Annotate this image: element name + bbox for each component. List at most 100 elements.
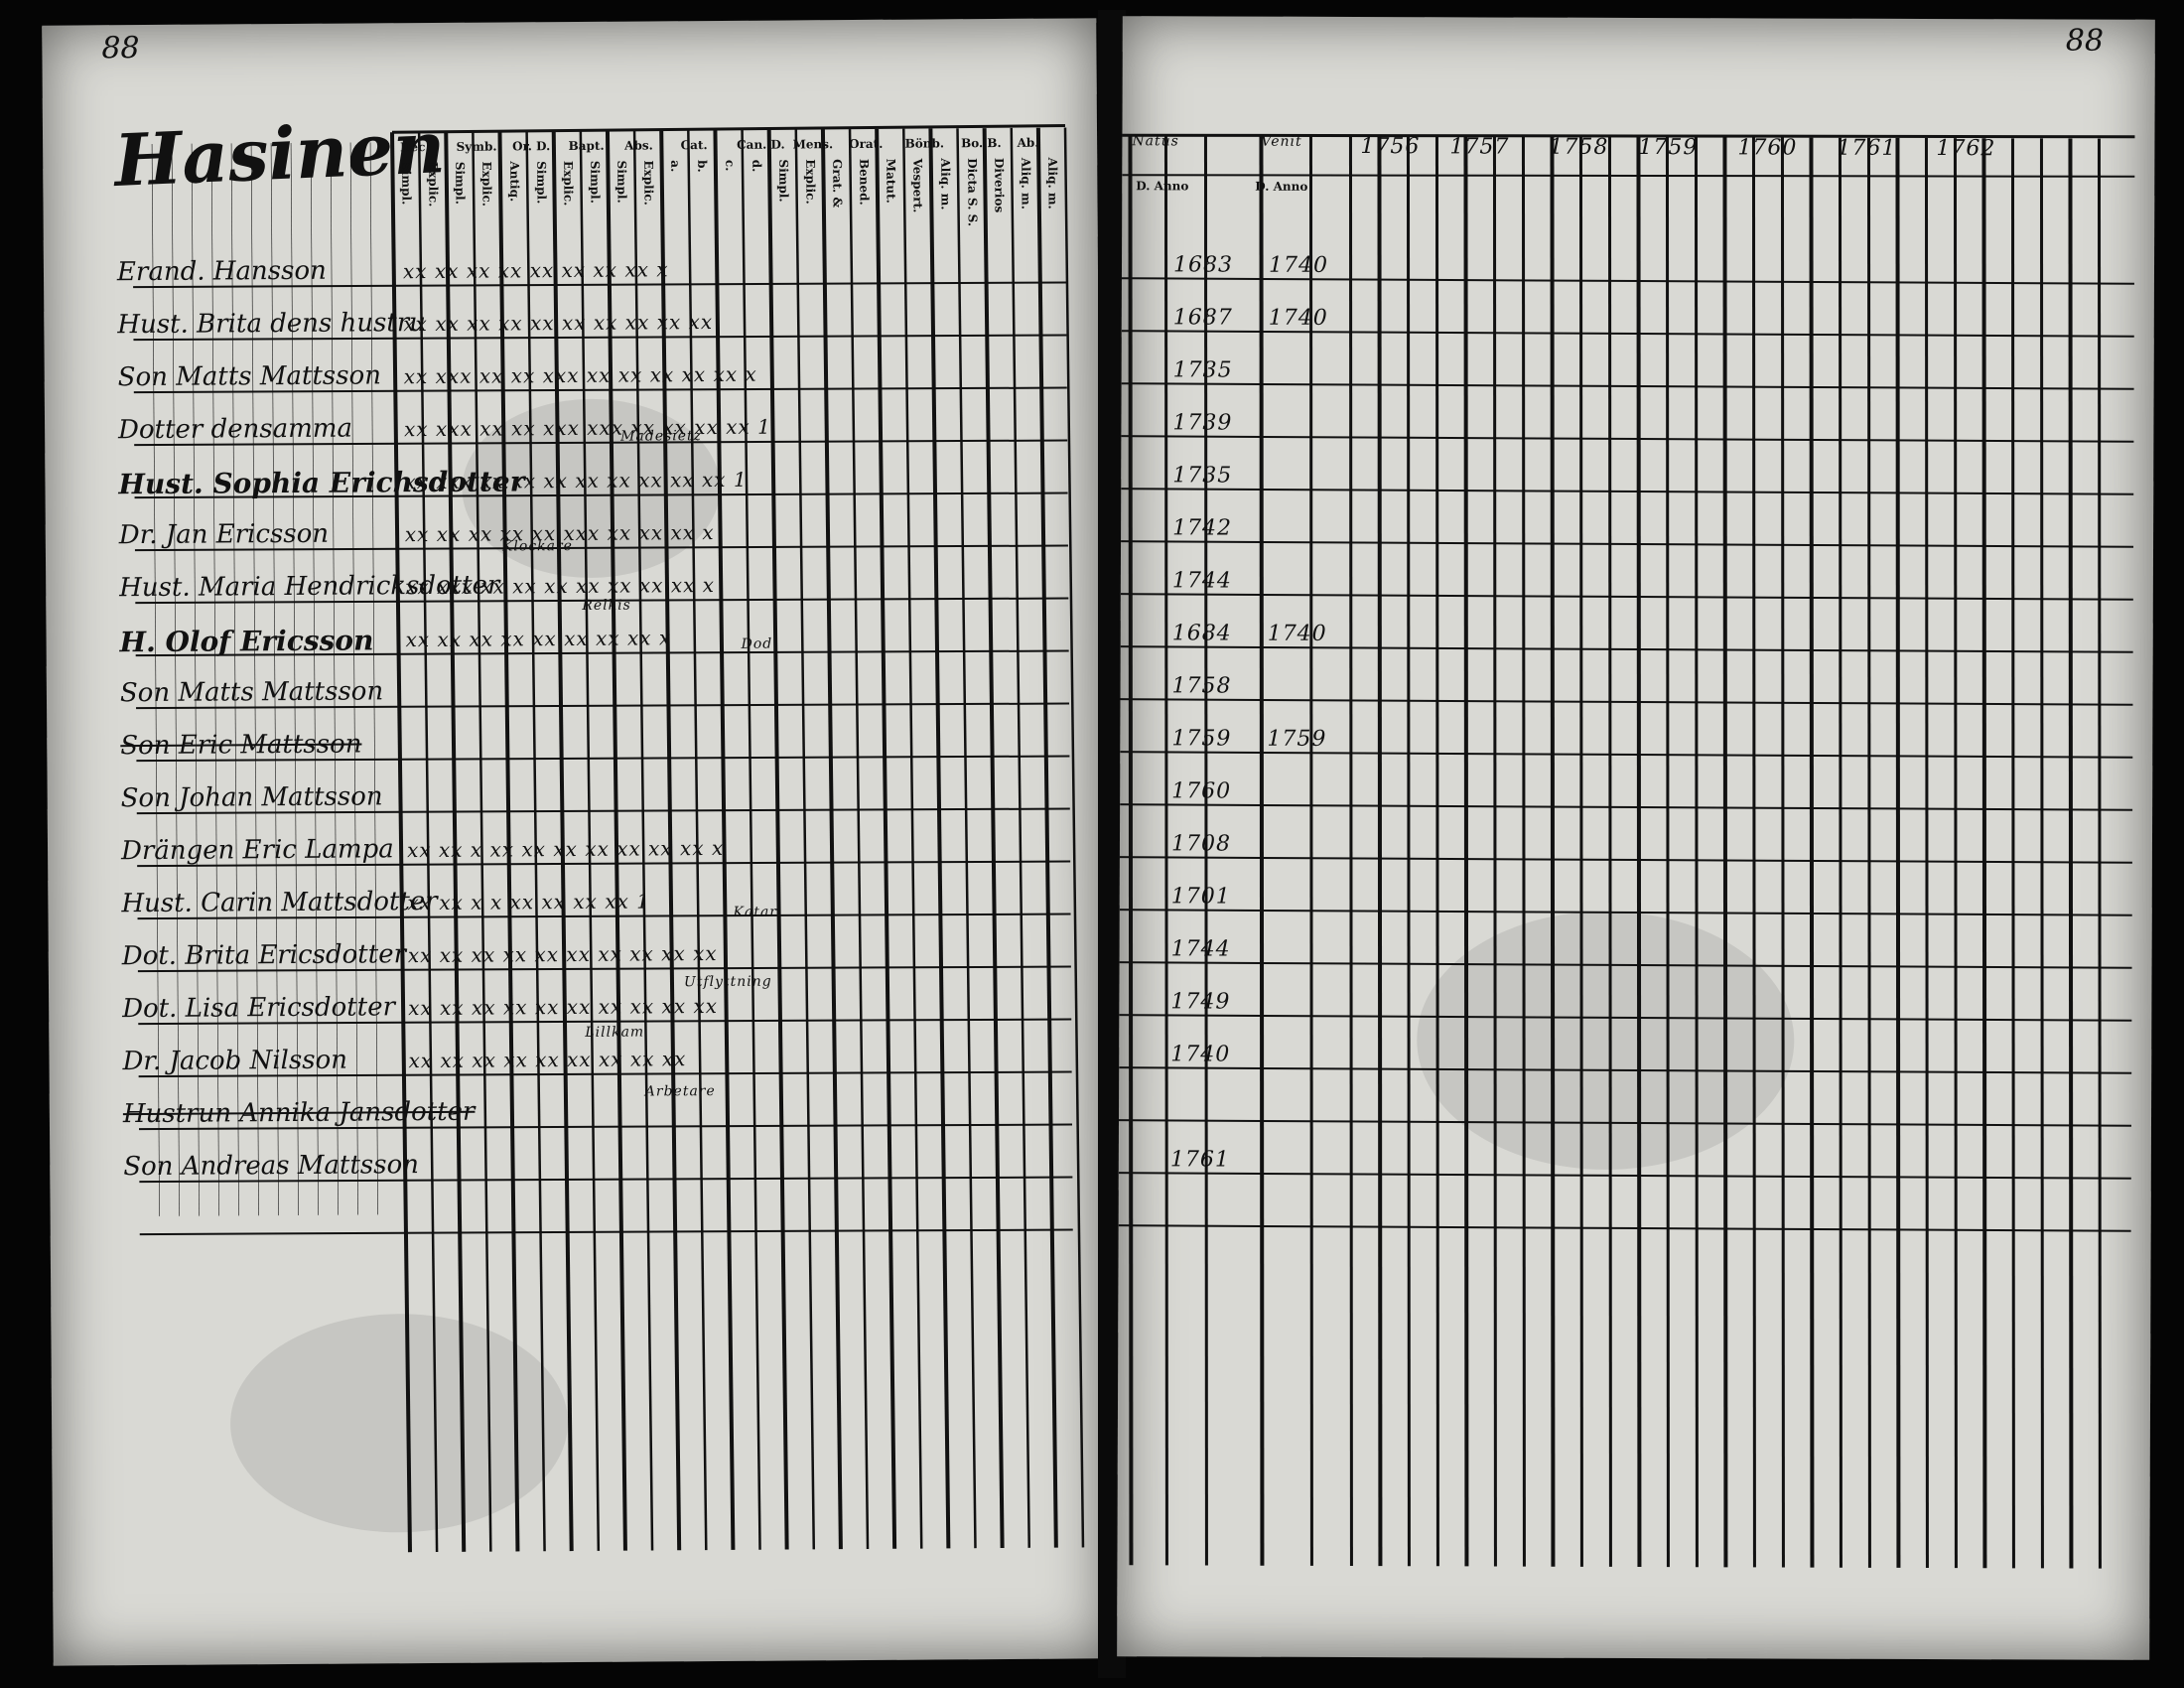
column-rule xyxy=(1406,136,1411,1567)
column-rule xyxy=(551,131,574,1552)
header-rule xyxy=(391,124,1065,134)
birth-year: 1749 xyxy=(1170,989,1231,1015)
register-name: Drängen Eric Lampa xyxy=(120,834,394,867)
birth-year: 1744 xyxy=(1171,568,1232,594)
header-label: Mens. xyxy=(792,137,834,152)
row-rule xyxy=(139,1228,1073,1236)
column-rule xyxy=(2097,138,2102,1569)
column-rule xyxy=(497,131,520,1552)
year-header: 1760 xyxy=(1737,135,1798,161)
column-rule xyxy=(741,129,761,1550)
column-rule xyxy=(1895,137,1901,1568)
column-rule xyxy=(1838,137,1843,1568)
column-header: Simpl. xyxy=(399,162,414,206)
column-header: Antiq. xyxy=(506,161,522,203)
column-rule xyxy=(713,129,736,1550)
birth-year: 1742 xyxy=(1172,515,1233,541)
row-rule xyxy=(1121,330,2134,338)
column-rule xyxy=(632,130,654,1551)
column-header: Simpl. xyxy=(588,160,603,204)
column-rule xyxy=(848,129,870,1549)
catechism-mark: xx xx xx xx xx xx xx xx xx xx xyxy=(403,310,714,337)
row-rule xyxy=(1121,540,2134,548)
header-label: Bönb. xyxy=(904,136,945,151)
faint-rule xyxy=(151,143,160,1216)
row-rule xyxy=(133,281,1067,289)
row-rule xyxy=(139,1123,1073,1131)
faint-rule xyxy=(250,143,259,1216)
row-rule xyxy=(1120,803,2133,811)
column-header: Vespert. xyxy=(910,158,925,213)
column-rule xyxy=(956,128,977,1549)
faint-rule xyxy=(369,142,378,1215)
margin-annotation: Klockare xyxy=(501,538,573,555)
row-rule xyxy=(1120,593,2133,601)
register-name: Hustrun Annika Jansdotter xyxy=(122,1096,476,1130)
column-rule xyxy=(1809,137,1815,1568)
row-rule xyxy=(137,913,1071,920)
column-rule xyxy=(1063,127,1085,1548)
arrival-year: 1740 xyxy=(1267,621,1327,646)
row-rule xyxy=(134,544,1068,552)
header-rule xyxy=(1122,174,2135,178)
subheader-label: D. Anno xyxy=(1136,179,1189,194)
year-header: 1759 xyxy=(1638,135,1699,161)
row-rule xyxy=(1121,435,2134,443)
birth-year: 1708 xyxy=(1170,831,1232,857)
column-rule xyxy=(1550,136,1556,1567)
row-rule xyxy=(135,597,1069,605)
birth-year: 1761 xyxy=(1169,1147,1230,1173)
row-rule xyxy=(1119,909,2132,916)
column-rule xyxy=(1308,135,1313,1566)
birth-year: 1735 xyxy=(1172,463,1233,489)
margin-annotation: Relkis xyxy=(582,597,631,614)
column-rule xyxy=(1665,137,1670,1568)
faint-rule xyxy=(171,143,180,1216)
row-rule xyxy=(134,492,1068,499)
birth-year: 1739 xyxy=(1172,410,1233,436)
register-name: Dr. Jan Ericsson xyxy=(118,518,330,551)
column-header: Dicta S. S. xyxy=(964,158,980,227)
column-header: Simpl. xyxy=(614,160,629,204)
register-name: Son Matts Mattsson xyxy=(117,360,382,393)
column-rule xyxy=(605,130,627,1551)
column-header: Explic. xyxy=(803,159,818,205)
margin-annotation: Dod xyxy=(741,635,773,652)
column-header: Simpl. xyxy=(533,161,549,205)
subheader-label: D. Anno xyxy=(1255,179,1308,194)
section-title: Hasinen xyxy=(112,104,447,203)
column-header: Explic. xyxy=(479,161,494,207)
column-rule xyxy=(2039,138,2044,1569)
header-label: Ab. xyxy=(1017,135,1039,150)
column-header: Bened. xyxy=(857,158,872,206)
year-header: 1756 xyxy=(1360,134,1421,160)
column-rule xyxy=(1348,135,1353,1567)
column-rule xyxy=(1521,136,1526,1567)
column-rule xyxy=(472,131,492,1552)
row-rule xyxy=(1120,645,2133,653)
folio-number: 88 xyxy=(101,31,140,67)
column-rule xyxy=(902,128,923,1549)
column-header: c. xyxy=(722,159,737,172)
row-rule xyxy=(137,860,1071,868)
row-rule xyxy=(1118,1224,2131,1232)
column-rule xyxy=(1694,137,1699,1568)
column-rule xyxy=(794,129,816,1550)
row-rule xyxy=(1118,1172,2131,1180)
column-rule xyxy=(390,132,412,1553)
folio-number: 88 xyxy=(2065,23,2105,59)
column-rule xyxy=(982,128,1005,1549)
column-header: Grat. & xyxy=(830,159,845,209)
column-header: d. xyxy=(749,159,763,173)
year-header: 1761 xyxy=(1837,135,1897,161)
column-rule xyxy=(2010,138,2015,1569)
row-rule xyxy=(1119,856,2132,864)
row-rule xyxy=(136,702,1070,710)
register-name: Dotter densamma xyxy=(117,413,353,446)
register-name: Dot. Lisa Ericsdotter xyxy=(122,992,396,1025)
catechism-mark: xx xx xx xx xx xx xx xx x xyxy=(405,626,672,652)
register-name: Dr. Jacob Nilsson xyxy=(122,1045,348,1077)
column-rule xyxy=(766,129,789,1550)
